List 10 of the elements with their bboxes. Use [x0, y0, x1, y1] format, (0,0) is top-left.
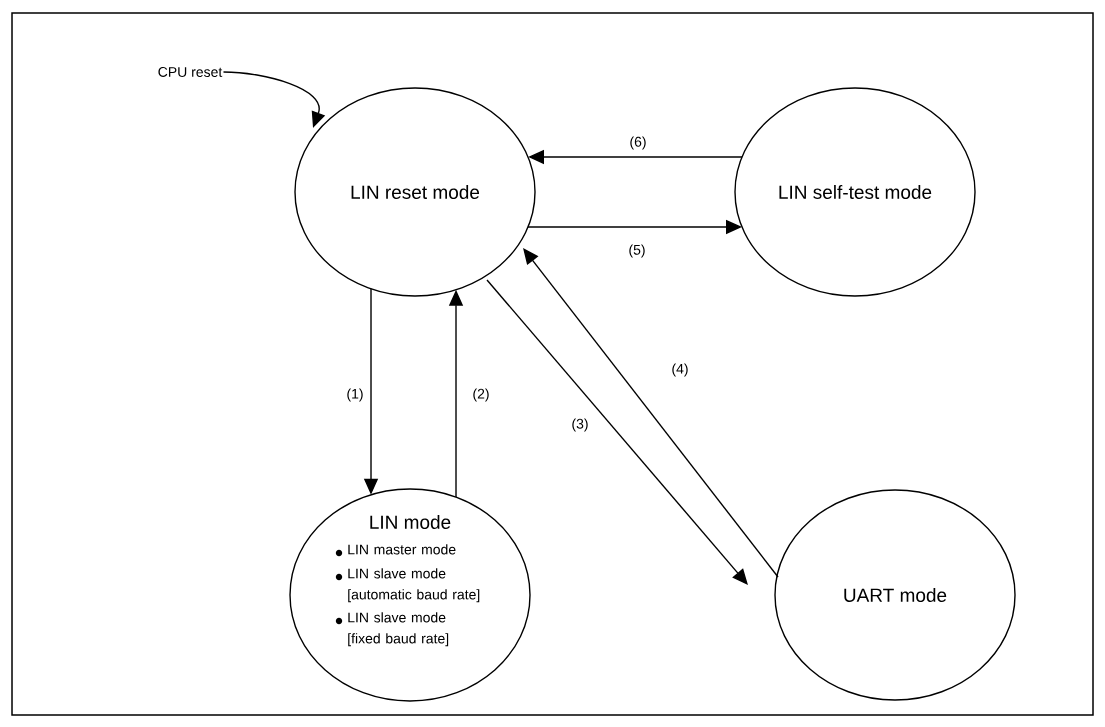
arrow — [523, 248, 779, 578]
arrow — [486, 279, 748, 585]
edge-label: (6) — [628, 135, 648, 151]
trigger-label: CPU reset — [158, 67, 223, 77]
arrow — [222, 71, 326, 128]
edge-label: (4) — [670, 362, 690, 378]
edge-label: (2) — [471, 387, 491, 403]
edge-label: (5) — [627, 243, 647, 259]
edge-label: (3) — [570, 417, 590, 433]
edge-label: (1) — [345, 387, 365, 403]
